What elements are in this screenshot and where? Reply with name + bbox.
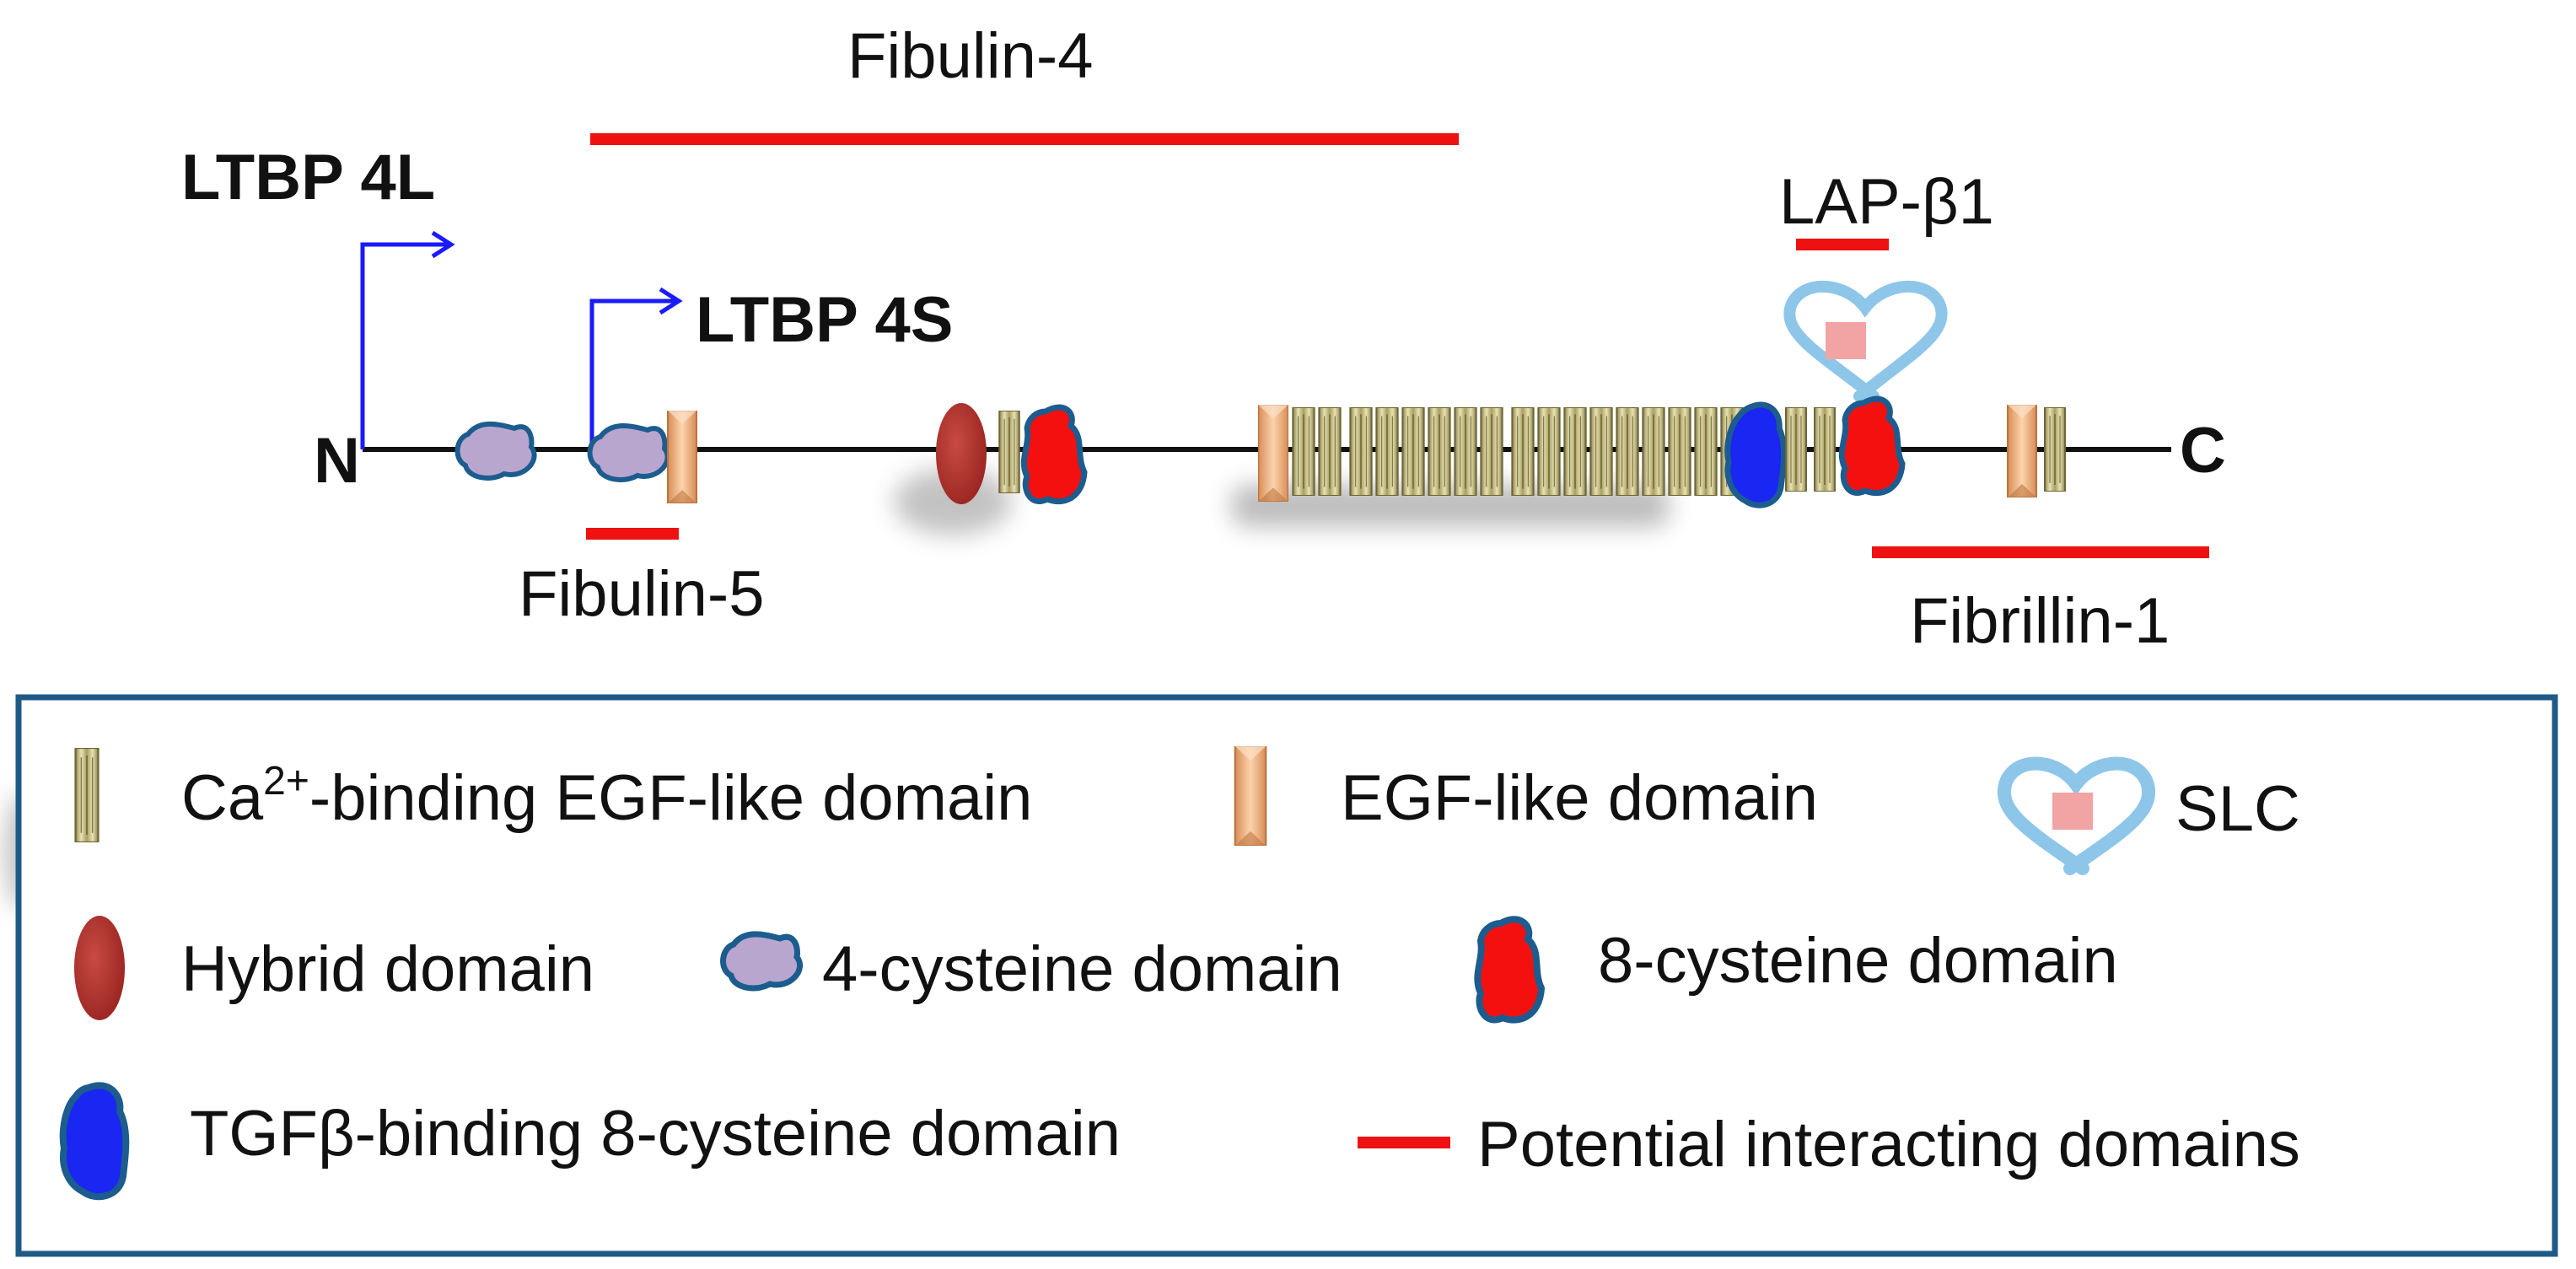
fibulin5-label: Fibulin-5 (519, 558, 764, 630)
eight-cysteine-domain (1838, 395, 1906, 497)
egf-legend-icon (1234, 746, 1267, 846)
ca-egf-domain (1292, 407, 1315, 496)
four-cysteine-domain (587, 423, 670, 482)
ca-egf-domain (998, 411, 1021, 493)
legend-box (15, 694, 2558, 1257)
hybrid-legend-icon (74, 916, 125, 1020)
slc-legend-label: SLC (2175, 773, 2300, 845)
eight-cysteine-legend-icon (1474, 916, 1546, 1024)
ca-egf-domain (1563, 407, 1587, 496)
ca-egf-legend-label: Ca2+-binding EGF-like domain (181, 759, 1032, 834)
tgfb-binding-legend-icon (59, 1082, 130, 1201)
egf-like-domain (666, 411, 698, 503)
eight-cysteine-domain (1020, 404, 1088, 505)
slc-lap-icon (1783, 280, 1948, 402)
ca-egf-domain (1428, 407, 1451, 496)
tgfb-binding-legend-label: TGFβ-binding 8-cysteine domain (190, 1098, 1121, 1170)
ca-egf-domain (1349, 407, 1373, 496)
hybrid-domain (936, 403, 987, 504)
four-cysteine-domain (454, 421, 537, 481)
ca-egf-domain (1784, 407, 1808, 492)
promoter-arrow-long-icon (360, 230, 455, 449)
protein-map: N C LTBP 4L LTBP 4S (4, 142, 2226, 911)
four-cysteine-legend-label: 4-cysteine domain (822, 933, 1342, 1005)
ca-egf-domain (2043, 407, 2067, 492)
ca-egf-array (1292, 407, 1744, 496)
egf-legend-label: EGF-like domain (1341, 762, 1818, 834)
ca-egf-domain (1813, 407, 1837, 492)
ca-egf-domain (1694, 407, 1718, 496)
ca-egf-domain (1318, 407, 1342, 496)
ca-egf-domain (1454, 407, 1477, 496)
lap-b1-label: LAP-β1 (1779, 166, 1994, 238)
ca-egf-domain (1589, 407, 1613, 496)
ca-egf-legend-icon (74, 748, 99, 842)
ltbp4s-label: LTBP 4S (696, 284, 953, 356)
egf-like-domain (2006, 405, 2038, 497)
eight-cysteine-legend-label: 8-cysteine domain (1598, 925, 2118, 997)
legend: Ca2+-binding EGF-like domain EGF-like do… (15, 694, 2558, 1257)
c-terminus-label: C (2180, 415, 2226, 487)
fibulin4-label: Fibulin-4 (847, 20, 1093, 92)
egf-like-domain (1258, 405, 1288, 502)
interaction-lines: Fibulin-4 Fibulin-5 LAP-β1 Fibrillin-1 (519, 20, 2209, 657)
four-cysteine-legend-icon (720, 931, 804, 992)
ca-egf-domain (1401, 407, 1425, 496)
ca-egf-domain (1511, 407, 1535, 496)
ca-egf-domain (1616, 407, 1639, 496)
promoter-arrow-short-icon (589, 287, 683, 449)
slc-legend-icon (1997, 756, 2156, 875)
tgfb-binding-eight-cysteine-domain (1724, 401, 1788, 508)
hybrid-legend-label: Hybrid domain (181, 933, 594, 1005)
ca-egf-domain (1375, 407, 1399, 496)
n-terminus-label: N (314, 425, 360, 497)
interacting-legend-label: Potential interacting domains (1477, 1109, 2300, 1180)
ca-egf-domain (1480, 407, 1503, 496)
ltbp4l-label: LTBP 4L (181, 142, 435, 213)
ca-egf-domain (1668, 407, 1691, 496)
ca-egf-domain (1537, 407, 1561, 496)
fibrillin1-label: Fibrillin-1 (1910, 585, 2170, 657)
ca-egf-domain (1642, 407, 1665, 496)
